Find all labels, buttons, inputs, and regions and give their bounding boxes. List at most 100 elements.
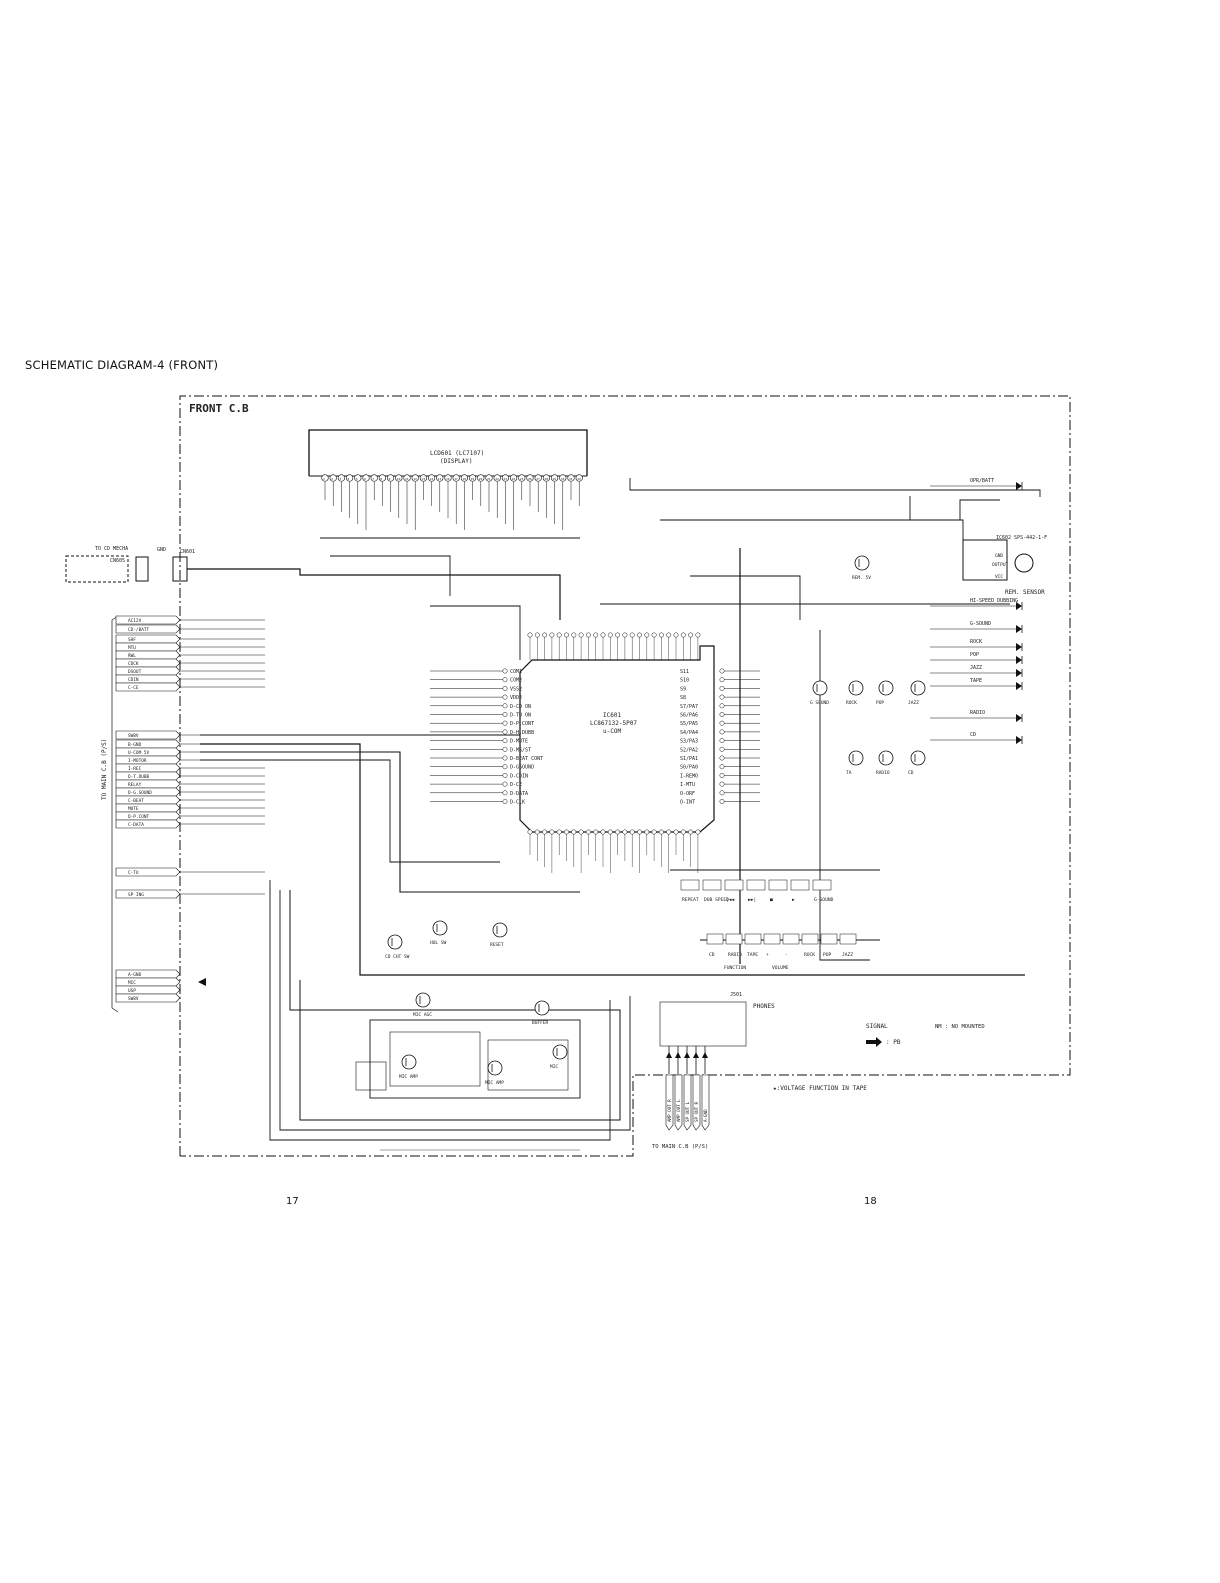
lcd-pin-number: 21 [487, 477, 491, 481]
wire [690, 575, 801, 620]
lcd-pin [518, 474, 526, 482]
led-icon [1016, 682, 1022, 690]
transistor-icon [415, 992, 431, 1008]
micom-top-pins [527, 632, 701, 660]
lcd-pin-number: 1 [323, 477, 325, 481]
signal-label: CDIN [128, 677, 139, 683]
output-tag [674, 1074, 683, 1131]
lcd-pin [370, 474, 378, 482]
wire [279, 890, 631, 1131]
micom-right-pin [719, 729, 725, 735]
micom-bottom-pin [571, 829, 577, 835]
micom-bottom-pin [549, 829, 555, 835]
lcd-pin-number: 5 [356, 477, 358, 481]
output-arrow-icon [684, 1052, 690, 1058]
switch-label: DUB SPEED [704, 897, 729, 903]
led-icon [1016, 625, 1022, 633]
legend-pb: : PB [886, 1039, 901, 1046]
wiring [187, 478, 1041, 1151]
micom-top-pin [615, 632, 621, 638]
signal-label: C-TU [128, 870, 139, 876]
transistor-label: REM. 5V [852, 575, 871, 581]
led-label: G-SOUND [970, 621, 991, 627]
lcd-pin-number: 19 [471, 477, 475, 481]
micom-bottom-pin [622, 829, 628, 835]
lcd-pin [337, 474, 346, 482]
switch-label: - [785, 953, 788, 958]
signal-tag [115, 763, 181, 773]
wire [430, 605, 521, 660]
lcd-pin [542, 474, 551, 482]
micom-top-pin [680, 632, 686, 638]
led-label: RADIO [970, 710, 985, 716]
output-arrow-icon [693, 1052, 699, 1058]
switch-caption: FUNCTION [724, 965, 746, 971]
transistor-label: RADIO [876, 770, 890, 776]
micom-top-pin [578, 632, 584, 638]
micom-top-pin [651, 632, 657, 638]
signal-tag [115, 993, 181, 1003]
cd-connector-ref: CN605 [110, 558, 125, 564]
signal-label: DSOUT [128, 669, 142, 675]
micom-right-pin [719, 720, 725, 726]
transistor-icon [878, 750, 894, 766]
output-arrow-icon [702, 1052, 708, 1058]
legend-nm: NM : NO MOUNTED [935, 1024, 985, 1030]
transistor-label: CD CHT SW [385, 954, 410, 960]
micom-bottom-pin [680, 829, 686, 835]
lcd-pin [452, 474, 460, 482]
lcd-pin [534, 474, 542, 482]
signal-tag [115, 755, 181, 765]
switch-label: ROCK [804, 952, 815, 958]
switch-icon [702, 879, 722, 891]
signal-tag [115, 787, 181, 797]
signal-tag [115, 969, 181, 979]
lcd-pin-number: 17 [454, 477, 458, 481]
micom-left-pin-label: D-TU ON [510, 713, 531, 719]
legend-voltage-note: ★:VOLTAGE FUNCTION IN TAPE [773, 1085, 867, 1092]
signal-label: MIC [128, 980, 136, 986]
lcd-pin-number: 29 [553, 477, 557, 481]
switch-icon [706, 933, 724, 945]
lcd-pin [493, 474, 501, 482]
signal-label: MTU [128, 645, 136, 651]
switch-icon [839, 933, 857, 945]
micom-top-pin [556, 632, 562, 638]
micom-right-pin [719, 668, 725, 674]
lcd-ref: LCD601 (LC7107) [430, 450, 484, 457]
micom-left-pin [502, 720, 508, 726]
micom-bottom-pins [527, 829, 701, 873]
micom-bottom-pin [600, 829, 606, 835]
micom-left-pin [502, 712, 508, 717]
transistor-label: HUL SW [430, 940, 447, 946]
lcd-pin-number: 16 [446, 477, 450, 481]
micom-bottom-pin [637, 829, 642, 835]
to-main-bottom: TO MAIN C.B (P/S) [652, 1144, 708, 1150]
lcd-pin [411, 474, 419, 482]
micom-function: u-COM [603, 728, 621, 735]
micom-top-pin [585, 632, 591, 638]
micom-right-pins: S11S10S9S8S7/PA7S6/PA6S5/PA5S4/PA4S3/PA3… [680, 668, 760, 806]
lcd-pin-number: 30 [561, 477, 565, 481]
micom-left-pin [502, 738, 508, 744]
micom-right-pin-label: S5/PA5 [680, 721, 698, 727]
signal-label: SHF [128, 637, 136, 643]
phones-jack: PHONES J501 [659, 992, 775, 1047]
micom-right-pin-label: S10 [680, 678, 689, 684]
signal-tag [115, 674, 181, 684]
signal-label: D-T.DUBB [128, 774, 150, 780]
micom-top-pin [549, 632, 555, 638]
micom-right-pin-label: S4/PA4 [680, 730, 698, 736]
page-title: SCHEMATIC DIAGRAM-4 (FRONT) [25, 358, 219, 372]
signal-label: C-BEAT [128, 798, 144, 804]
micom-right-pin [719, 703, 725, 709]
micom-left-pin-label: D-CE [510, 782, 522, 788]
lcd-pin [321, 474, 329, 482]
phones-ref: J501 [730, 992, 742, 998]
signal-label: USP [128, 988, 136, 994]
signal-tag [115, 819, 181, 829]
micom-left-pin-label: COM1 [510, 669, 522, 675]
